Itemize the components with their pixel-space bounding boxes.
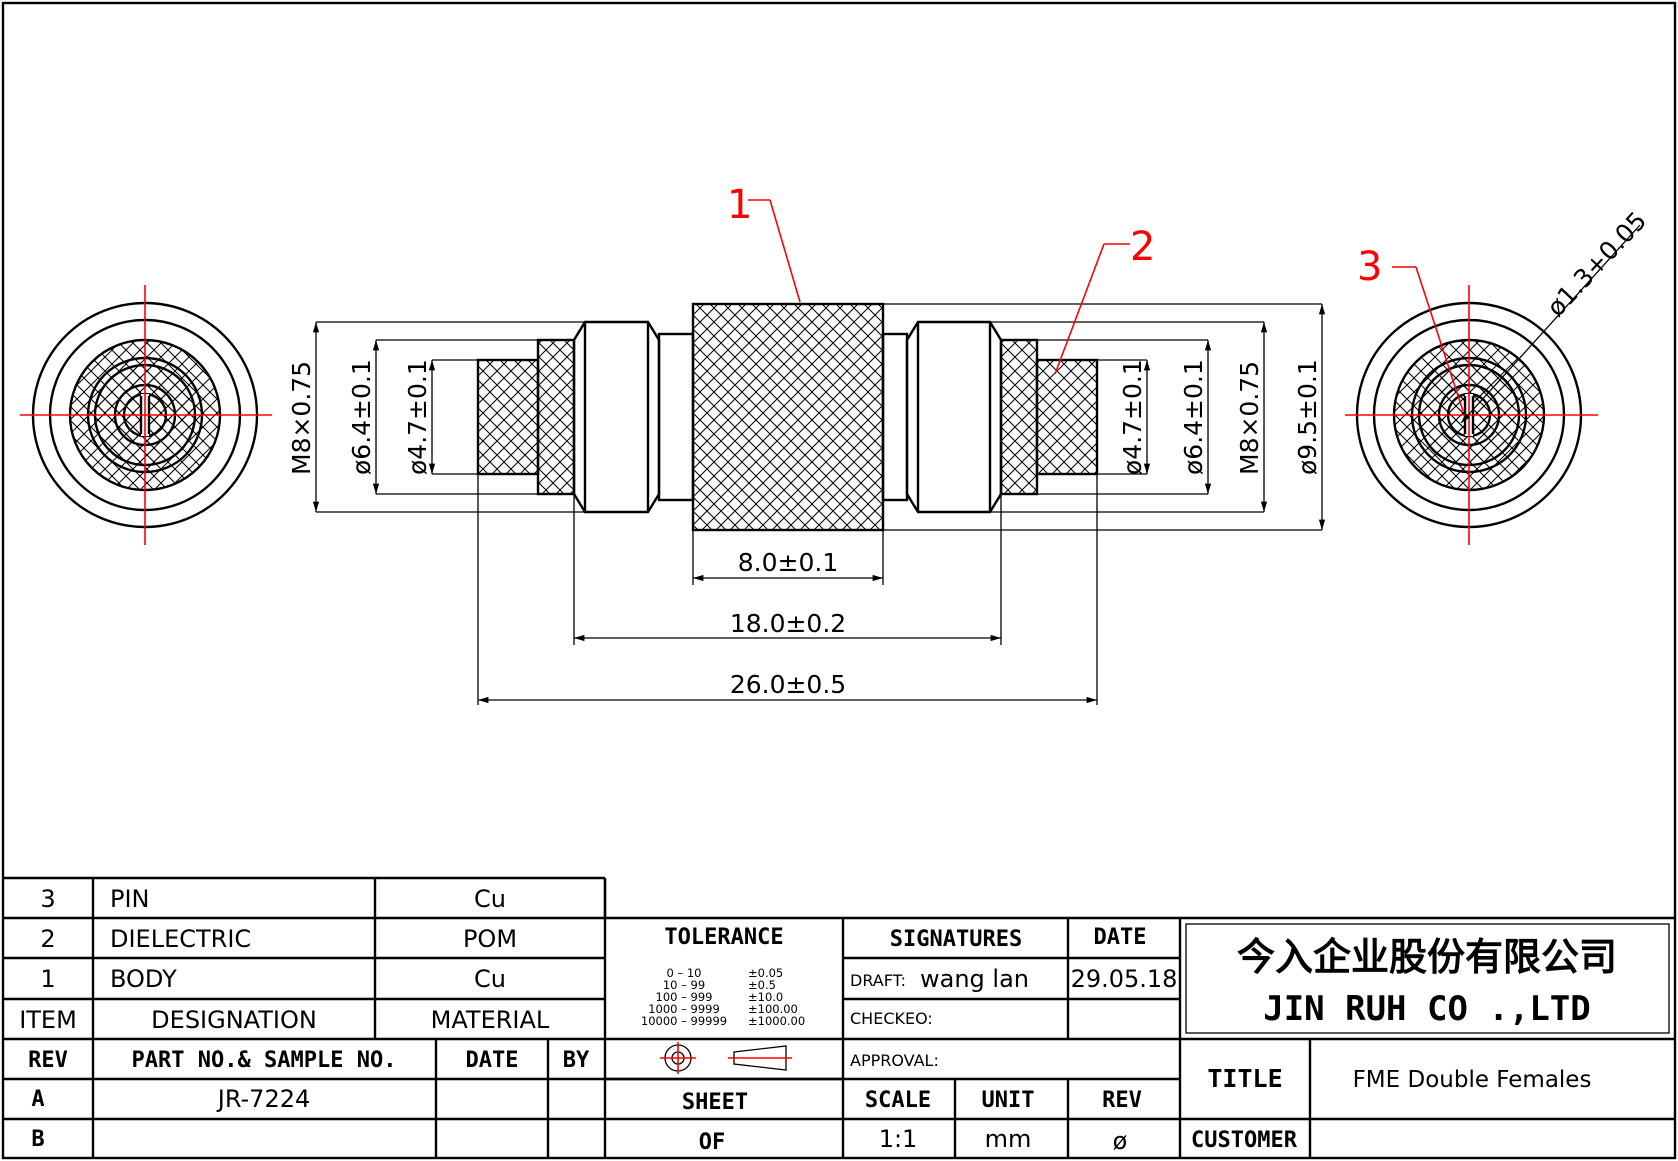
dielectric-part — [1035, 358, 1099, 476]
scale-value: 1:1 — [879, 1125, 918, 1153]
dim-length-body: 8.0±0.1 — [738, 548, 838, 577]
signatures-title: SIGNATURES — [890, 927, 1022, 952]
parts-designation-2: DIELECTRIC — [110, 925, 251, 953]
dim-thread-right: M8×0.75 — [1235, 361, 1264, 475]
rev-header-rev: REV — [28, 1048, 68, 1073]
left-end-view — [20, 285, 272, 545]
callout-1: 1 — [727, 182, 752, 228]
tol-value-0: ±0.05 — [748, 966, 783, 980]
tolerance-title: TOLERANCE — [664, 925, 783, 950]
tol-value-1: ±0.5 — [748, 978, 776, 992]
rev-row-a: A — [31, 1087, 44, 1112]
rev-header-by: BY — [563, 1048, 590, 1073]
tol-range-0: 0 – 10 — [666, 966, 701, 980]
parts-header-designation: DESIGNATION — [151, 1006, 317, 1034]
rev-header-partno: PART NO.& SAMPLE NO. — [132, 1048, 397, 1073]
tol-range-3: 1000 – 9999 — [648, 1002, 720, 1016]
draft-date: 29.05.18 — [1071, 965, 1178, 993]
draft-name: wang lan — [920, 965, 1029, 993]
callout-2: 2 — [1130, 224, 1155, 270]
parts-material-2: POM — [463, 925, 517, 953]
dim-dia47-left: ø4.7±0.1 — [403, 359, 432, 475]
callout-3: 3 — [1357, 244, 1382, 290]
extension-lines-left — [312, 321, 585, 513]
parts-item-1: 1 — [40, 965, 55, 993]
rev-box-value: ø — [1113, 1127, 1128, 1155]
unit-value: mm — [985, 1125, 1032, 1153]
parts-item-2: 2 — [40, 925, 55, 953]
rev-header-date: DATE — [466, 1048, 519, 1073]
dim-length-total: 26.0±0.5 — [730, 670, 846, 699]
unit-label: UNIT — [982, 1088, 1035, 1113]
side-view — [476, 302, 1099, 532]
tol-value-4: ±1000.00 — [748, 1014, 805, 1028]
parts-header-item: ITEM — [19, 1006, 77, 1034]
tol-value-2: ±10.0 — [748, 990, 783, 1004]
projection-symbol-icon — [660, 1042, 792, 1074]
checked-label: CHECKEO: — [850, 1009, 933, 1028]
sheet-label: SHEET — [682, 1090, 748, 1115]
dim-dia47-right: ø4.7±0.1 — [1118, 359, 1147, 475]
tol-range-2: 100 – 999 — [656, 990, 713, 1004]
parts-designation-1: BODY — [110, 965, 177, 993]
parts-item-3: 3 — [40, 885, 55, 913]
parts-material-1: Cu — [474, 965, 506, 993]
company-name-english: JIN RUH CO .,LTD — [1263, 989, 1591, 1029]
horizontal-dimensions — [477, 474, 1098, 705]
title-value: FME Double Females — [1353, 1067, 1592, 1093]
dim-dia64-left: ø6.4±0.1 — [347, 359, 376, 475]
parts-header-material: MATERIAL — [431, 1006, 550, 1034]
dim-length-mid: 18.0±0.2 — [730, 609, 846, 638]
tolerance-table: 0 – 10 ±0.05 10 – 99 ±0.5 100 – 999 ±10.… — [641, 966, 805, 1028]
tol-range-4: 10000 – 99999 — [641, 1014, 727, 1028]
dim-thread-left: M8×0.75 — [287, 361, 316, 475]
draft-label: DRAFT: — [850, 971, 906, 990]
scale-label: SCALE — [865, 1088, 931, 1113]
dim-dia95: ø9.5±0.1 — [1293, 359, 1322, 475]
dim-pin-diameter: ø1.3+0.05 — [1541, 206, 1652, 322]
extension-lines-right — [883, 303, 1326, 531]
callout-leaders — [748, 199, 1464, 412]
dim-dia64-right: ø6.4±0.1 — [1179, 359, 1208, 475]
body-part — [691, 302, 885, 532]
rev-box-label: REV — [1102, 1088, 1142, 1113]
title-label: TITLE — [1207, 1064, 1282, 1093]
customer-label: CUSTOMER — [1191, 1128, 1298, 1153]
title-block-lines — [3, 876, 1675, 1158]
sheet-of-label: OF — [699, 1130, 726, 1155]
tol-value-3: ±100.00 — [748, 1002, 798, 1016]
right-end-view: ø1.3+0.05 — [1345, 206, 1652, 545]
parts-designation-3: PIN — [110, 885, 150, 913]
parts-material-3: Cu — [474, 885, 506, 913]
company-name-chinese: 今入企业股份有限公司 — [1237, 935, 1617, 979]
rev-row-b: B — [31, 1127, 44, 1152]
tol-range-1: 10 – 99 — [663, 978, 705, 992]
approval-label: APPROVAL: — [850, 1051, 939, 1070]
rev-row-a-partno: JR-7224 — [216, 1085, 311, 1113]
date-title: DATE — [1094, 925, 1147, 950]
